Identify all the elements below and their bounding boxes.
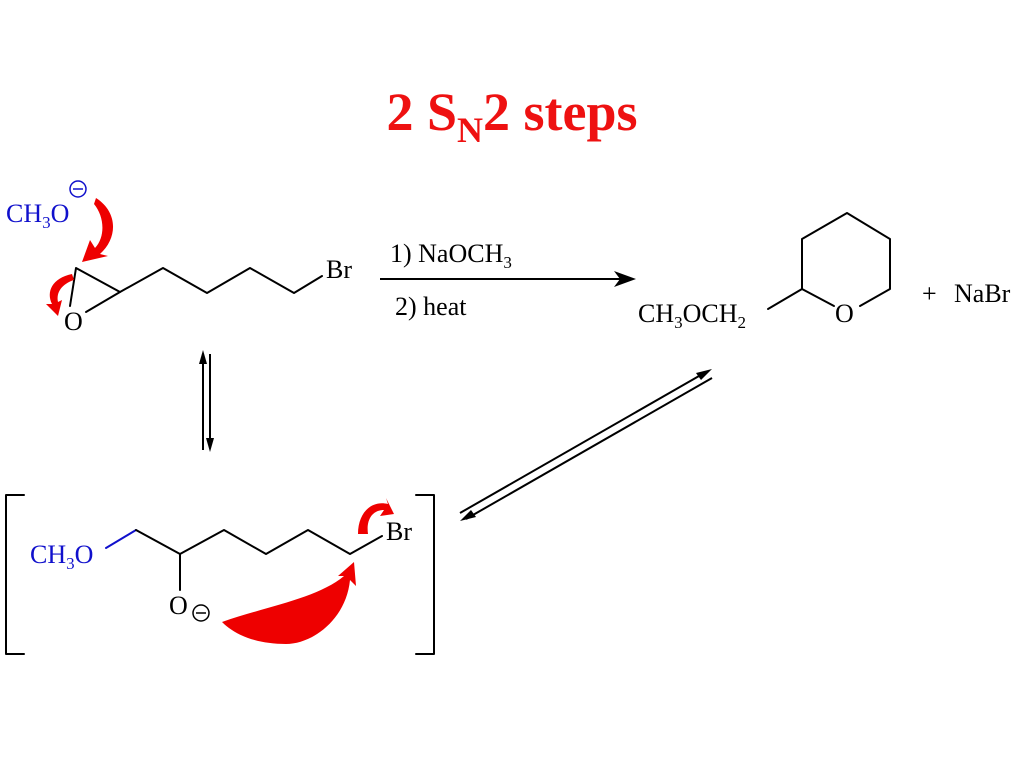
ring-closure-arrow-icon — [222, 562, 356, 644]
diag-down-arrowhead-icon — [460, 510, 476, 521]
bromide-leaving-arrow-icon — [358, 498, 394, 534]
methoxide-charge-icon — [69, 180, 87, 198]
alkoxide-charge-icon — [192, 604, 210, 622]
starting-material: CH3O O Br — [6, 180, 352, 336]
diag-up-arrowhead-icon — [696, 369, 712, 380]
intermediate-bromine: Br — [386, 517, 412, 546]
down-arrowhead-icon — [206, 438, 214, 452]
alkyl-chain — [119, 267, 323, 294]
title-prefix: 2 S — [386, 82, 457, 142]
epoxide-oxygen: O — [64, 307, 83, 336]
ring-oxygen: O — [835, 299, 854, 328]
intermediate-methoxy-label: CH3O — [30, 540, 93, 573]
plus-sign: + — [922, 279, 937, 308]
title-subscript: N — [457, 110, 483, 150]
epoxide-ring — [69, 267, 121, 313]
intermediate-chain — [135, 529, 383, 555]
up-arrowhead-icon — [199, 350, 207, 364]
nabr-label: NaBr — [954, 279, 1011, 308]
page-title: 2 SN2 steps — [386, 82, 637, 150]
product: O CH3OCH2 + NaBr — [638, 212, 1011, 332]
intermediate: CH3O Br O — [5, 494, 435, 655]
condition-step-2: 2) heat — [395, 292, 467, 321]
reaction-conditions: 1) NaOCH3 2) heat — [380, 239, 636, 321]
alkoxide-oxygen: O — [169, 591, 188, 620]
right-bracket — [415, 494, 435, 655]
bromine-label: Br — [326, 255, 352, 284]
left-bracket — [5, 494, 25, 655]
equilibrium-arrows-diagonal — [459, 369, 713, 521]
pyran-ring — [801, 212, 891, 307]
methoxymethyl-label: CH3OCH2 — [638, 299, 746, 332]
forward-arrowhead-icon — [614, 271, 636, 287]
ring-opening-arrow-icon — [46, 274, 74, 316]
title-suffix: 2 steps — [483, 82, 638, 142]
equilibrium-arrows-vertical — [199, 350, 214, 452]
attack-arrow-icon — [82, 198, 114, 262]
condition-step-1: 1) NaOCH3 — [390, 239, 512, 272]
methoxide-label: CH3O — [6, 199, 69, 232]
